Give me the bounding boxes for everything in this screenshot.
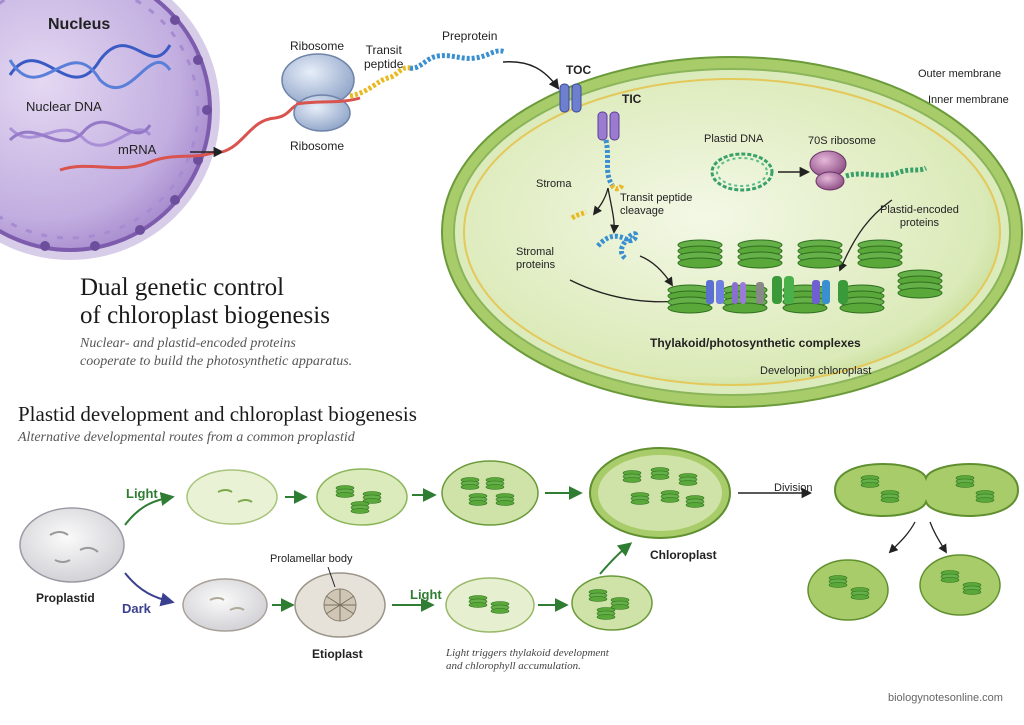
ribosome-70s <box>809 150 847 191</box>
label-nuclear-dna: Nuclear DNA <box>26 99 102 114</box>
label-ribosome-bottom: Ribosome <box>290 139 345 153</box>
label-transit-peptide: Transit peptide <box>364 43 404 71</box>
label-proplastid: Proplastid <box>36 591 95 605</box>
label-mrna: mRNA <box>118 142 157 157</box>
label-developing-chloroplast: Developing chloroplast <box>760 365 872 377</box>
label-chloroplast: Chloroplast <box>650 548 717 562</box>
dividing-chloroplast <box>833 463 1020 517</box>
title-line1: Dual genetic control <box>80 274 285 301</box>
section-subtitle: Alternative developmental routes from a … <box>18 430 355 445</box>
label-light-mid: Light <box>410 587 442 602</box>
subtitle-line2: cooperate to build the photosynthetic ap… <box>80 354 353 369</box>
nucleus-illustration <box>0 0 220 260</box>
label-light-top: Light <box>126 486 158 501</box>
label-dark: Dark <box>122 601 151 616</box>
label-toc: TOC <box>566 63 592 77</box>
label-thylakoid-complexes: Thylakoid/photosynthetic complexes <box>650 336 861 350</box>
source-credit: biologynotesonline.com <box>888 692 1003 704</box>
etioplast <box>294 572 386 638</box>
label-nucleus: Nucleus <box>48 16 111 33</box>
label-light-note: Light triggers thylakoid development and… <box>446 647 609 672</box>
subtitle-line1: Nuclear- and plastid-encoded proteins <box>80 336 296 351</box>
label-outer-membrane: Outer membrane <box>918 68 1002 80</box>
label-ribosome-top: Ribosome <box>290 39 345 53</box>
label-etioplast: Etioplast <box>312 647 363 661</box>
title-line2: of chloroplast biogenesis <box>80 302 330 329</box>
light-route-plastids <box>186 460 539 526</box>
greening-plastids <box>445 575 653 633</box>
toc-channel <box>559 83 582 113</box>
label-transit-cleavage: Transit peptide cleavage <box>620 192 693 217</box>
label-inner-membrane: Inner membrane <box>928 94 1009 106</box>
ribosome-illustration <box>281 53 355 132</box>
label-stromal-proteins: Stromal proteins <box>516 246 556 271</box>
chloroplast-large <box>441 56 1023 408</box>
preprotein-chain <box>349 48 506 99</box>
label-plastid-encoded: Plastid-encoded proteins <box>880 204 959 229</box>
label-division: Division <box>774 482 813 494</box>
label-preprotein: Preprotein <box>442 29 498 43</box>
section-heading: Plastid development and chloroplast biog… <box>18 402 417 426</box>
label-plastid-dna: Plastid DNA <box>704 133 764 145</box>
label-70s-ribosome: 70S ribosome <box>808 135 876 147</box>
chloroplast-mature <box>589 447 731 539</box>
tic-channel <box>597 111 620 141</box>
daughter-chloroplasts <box>807 554 1001 621</box>
dark-route-plastids <box>182 578 268 632</box>
label-stroma: Stroma <box>536 178 572 190</box>
mrna-strand <box>59 150 216 172</box>
label-prolamellar-body: Prolamellar body <box>270 553 353 565</box>
label-tic: TIC <box>622 92 642 106</box>
plastid-dna <box>710 152 774 192</box>
photosynthetic-complexes <box>706 276 848 304</box>
proplastid <box>19 507 125 583</box>
